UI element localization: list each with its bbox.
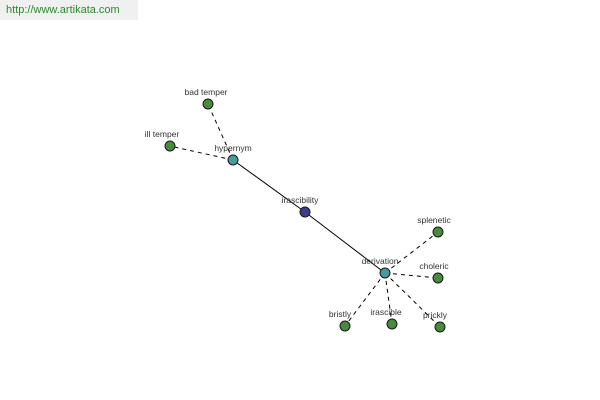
node-label-irascible: irascible [370, 307, 401, 317]
site-url-link[interactable]: http://www.artikata.com [6, 4, 120, 16]
node-derivation[interactable] [379, 267, 391, 279]
node-label-bristly: bristly [329, 309, 352, 319]
node-label-choleric: choleric [419, 261, 449, 271]
site-banner: http://www.artikata.com [0, 0, 138, 20]
graph-edges [169, 103, 441, 328]
node-label-bad-temper: bad temper [185, 87, 228, 97]
node-label-hypernym: hypernym [214, 143, 251, 153]
node-irascible[interactable] [386, 318, 398, 330]
node-prickly[interactable] [434, 321, 446, 333]
node-ill-temper[interactable] [164, 140, 176, 152]
edge-derivation-bristly [344, 272, 386, 327]
edge-derivation-irascible [384, 272, 393, 325]
edge-hypernym-bad-temper [207, 103, 234, 161]
node-label-derivation: derivation [362, 256, 399, 266]
node-bristly[interactable] [339, 320, 351, 332]
edge-derivation-choleric [384, 272, 439, 279]
edge-irascibility-hypernym [232, 159, 306, 213]
edge-irascibility-derivation [304, 211, 386, 274]
edge-derivation-prickly [384, 272, 441, 328]
edge-derivation-splenetic [384, 231, 439, 274]
node-bad-temper[interactable] [202, 98, 214, 110]
node-hypernym[interactable] [227, 154, 239, 166]
node-label-ill-temper: ill temper [145, 129, 180, 139]
node-choleric[interactable] [432, 272, 444, 284]
node-label-splenetic: splenetic [417, 215, 451, 225]
node-splenetic[interactable] [432, 226, 444, 238]
node-label-prickly: prickly [423, 310, 448, 320]
edge-hypernym-ill-temper [169, 145, 234, 161]
graph-nodes [164, 98, 446, 333]
graph-labels: irascibility hypernym derivation bad temper… [145, 87, 452, 320]
node-irascibility[interactable] [299, 206, 311, 218]
node-label-irascibility: irascibility [282, 195, 320, 205]
